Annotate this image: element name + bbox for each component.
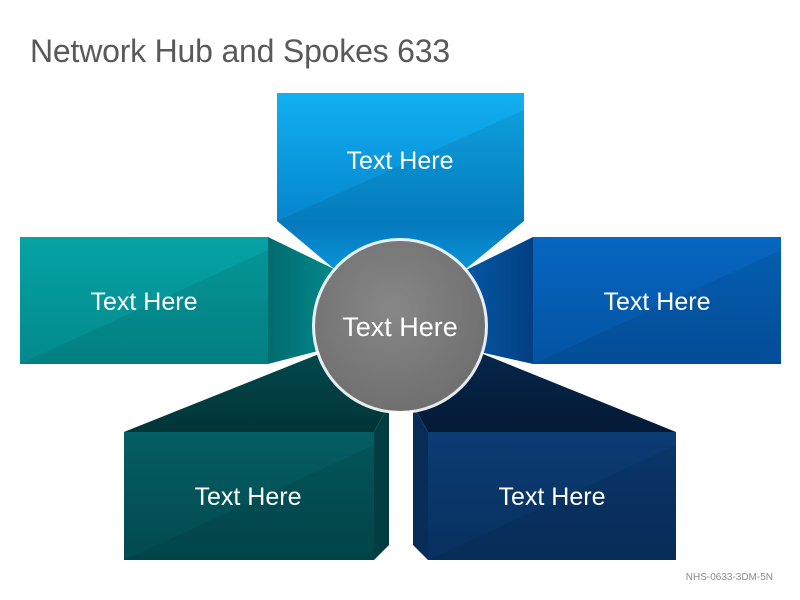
- spoke-right-box: [533, 237, 781, 364]
- spoke-bottom-right-top-face: [413, 352, 676, 432]
- spoke-top-label: Text Here: [347, 147, 454, 175]
- spoke-bottom-left-sheen: [124, 445, 374, 560]
- hub: Text Here: [312, 238, 488, 414]
- hub-label: Text Here: [342, 312, 458, 342]
- spoke-top-box: [277, 93, 524, 221]
- spoke-bottom-left-label: Text Here: [195, 483, 302, 511]
- spoke-bottom-left: Text Here: [124, 352, 389, 560]
- spoke-left-sheen: [20, 250, 268, 364]
- spoke-bottom-right-side-face: [413, 405, 428, 560]
- slide-code: NHS-0633-3DM-5N: [685, 572, 773, 583]
- spoke-right-sheen: [533, 250, 781, 364]
- spoke-left-box: [20, 237, 268, 364]
- spoke-bottom-left-box: [124, 432, 374, 560]
- spoke-right-label: Text Here: [604, 288, 711, 316]
- spoke-left: Text Here: [20, 237, 336, 364]
- spoke-bottom-right-sheen: [428, 445, 676, 560]
- slide-title: Network Hub and Spokes 633: [30, 33, 450, 69]
- spoke-bottom-right-label: Text Here: [499, 483, 606, 511]
- spoke-top-sheen: [277, 110, 524, 221]
- spoke-right: Text Here: [466, 237, 781, 364]
- hub-circle: [315, 241, 485, 411]
- spoke-bottom-left-side-face: [374, 405, 389, 560]
- spoke-bottom-right-box: [428, 432, 676, 560]
- spoke-bottom-left-top-face: [124, 352, 389, 432]
- spoke-left-label: Text Here: [91, 288, 198, 316]
- spoke-bottom-right: Text Here: [413, 352, 676, 560]
